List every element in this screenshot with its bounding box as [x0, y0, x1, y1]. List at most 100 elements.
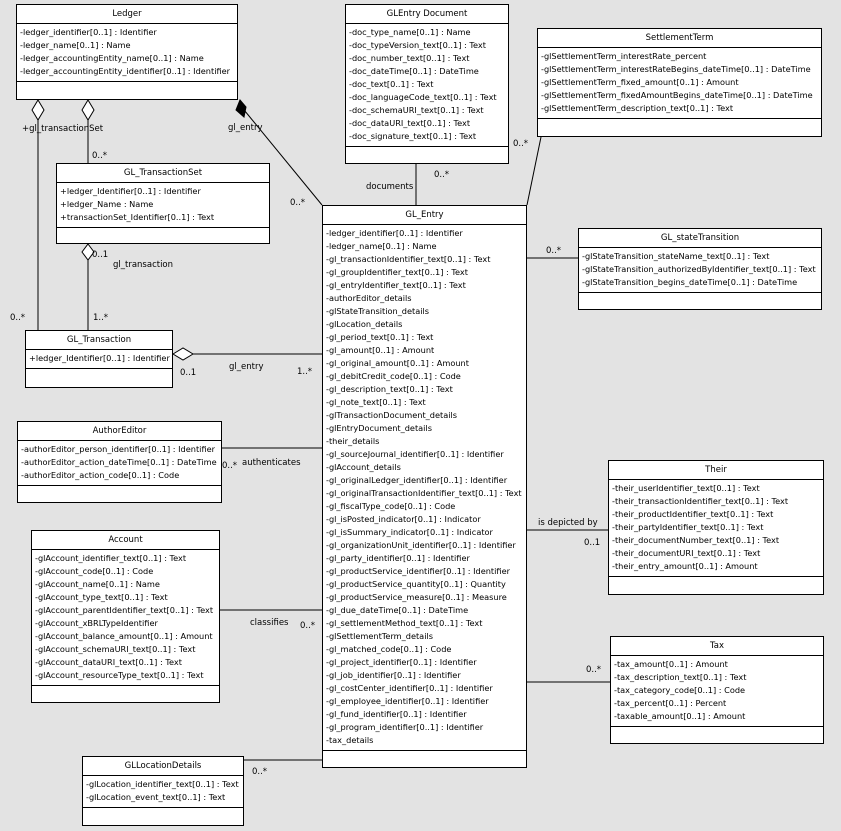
attribute: -doc_schemaURI_text[0..1] : Text: [349, 105, 484, 115]
multiplicity-label: 0..*: [10, 313, 26, 323]
attribute: -doc_typeVersion_text[0..1] : Text: [349, 40, 486, 50]
gl-entry-class[interactable]: GL_Entry -ledger_identifier[0..1] : Iden…: [322, 205, 527, 768]
attribute: -their_details: [326, 436, 380, 446]
settlement-term-class[interactable]: SettlementTerm -glSettlementTerm_interes…: [537, 28, 822, 137]
attribute: -glAccount_dataURI_text[0..1] : Text: [35, 657, 182, 667]
multiplicity-label: 0..*: [222, 461, 238, 471]
attribute: -gl_fund_identifier[0..1] : Identifier: [326, 709, 467, 719]
multiplicity-label: 0..*: [92, 151, 108, 161]
tax-class[interactable]: Tax -tax_amount[0..1] : Amount -tax_desc…: [610, 636, 824, 744]
attribute-list: -ledger_identifier[0..1] : Identifier -l…: [323, 225, 526, 751]
attribute: -glAccount_code[0..1] : Code: [35, 566, 154, 576]
composition-diamond: [235, 99, 247, 118]
attribute: -gl_productService_measure[0..1] : Measu…: [326, 592, 507, 602]
attribute: -gl_isPosted_indicator[0..1] : Indicator: [326, 514, 481, 524]
aggregation-diamond: [31, 99, 45, 121]
class-title: GL_Entry: [323, 206, 526, 225]
attribute: -doc_signature_text[0..1] : Text: [349, 131, 477, 141]
attribute-list: -glAccount_identifier_text[0..1] : Text …: [32, 550, 219, 686]
attribute: -gl_originalTransactionIdentifier_text[0…: [326, 488, 522, 498]
attribute-list: +ledger_Identifier[0..1] : Identifier: [26, 350, 172, 369]
multiplicity-label: 0..*: [546, 246, 562, 256]
attribute: -glLocation_identifier_text[0..1] : Text: [86, 779, 239, 789]
role-label: gl_entry: [228, 123, 263, 133]
attribute: -glLocation_event_text[0..1] : Text: [86, 792, 226, 802]
class-title: Ledger: [17, 5, 237, 24]
attribute: -gl_transactionIdentifier_text[0..1] : T…: [326, 254, 491, 264]
attribute: -tax_details: [326, 735, 374, 745]
attribute: -gl_project_identifier[0..1] : Identifie…: [326, 657, 477, 667]
attribute-list: -glStateTransition_stateName_text[0..1] …: [579, 248, 821, 293]
attribute: -glAccount_name[0..1] : Name: [35, 579, 160, 589]
attribute: -tax_percent[0..1] : Percent: [614, 698, 727, 708]
aggregation-diamond: [81, 243, 95, 261]
attribute: -ledger_name[0..1] : Name: [326, 241, 437, 251]
attribute: -glSettlementTerm_interestRate_percent: [541, 51, 707, 61]
attribute: -glSettlementTerm_fixedAmountBegins_date…: [541, 90, 813, 100]
gl-location-details-class[interactable]: GLLocationDetails -glLocation_identifier…: [82, 756, 244, 826]
multiplicity-label: 0..*: [300, 621, 316, 631]
attribute: -gl_program_identifier[0..1] : Identifie…: [326, 722, 484, 732]
attribute: -glEntryDocument_details: [326, 423, 432, 433]
attribute: -gl_due_dateTime[0..1] : DateTime: [326, 605, 469, 615]
attribute: -glSettlementTerm_description_text[0..1]…: [541, 103, 734, 113]
class-title: GLEntry Document: [346, 5, 508, 24]
attribute: -ledger_identifier[0..1] : Identifier: [326, 228, 463, 238]
multiplicity-label: 0..*: [434, 170, 450, 180]
account-class[interactable]: Account -glAccount_identifier_text[0..1]…: [31, 530, 220, 703]
attribute: -tax_category_code[0..1] : Code: [614, 685, 746, 695]
role-label: documents: [366, 182, 414, 192]
role-label: gl_entry: [229, 362, 264, 372]
attribute: -ledger_accountingEntity_identifier[0..1…: [20, 66, 231, 76]
attribute: -taxable_amount[0..1] : Amount: [614, 711, 746, 721]
attribute: -ledger_identifier[0..1] : Identifier: [20, 27, 157, 37]
aggregation-diamond: [172, 347, 194, 361]
attribute: -ledger_name[0..1] : Name: [20, 40, 131, 50]
attribute: -glAccount_balance_amount[0..1] : Amount: [35, 631, 213, 641]
attribute: -glAccount_schemaURI_text[0..1] : Text: [35, 644, 196, 654]
attribute: -glAccount_resourceType_text[0..1] : Tex…: [35, 670, 204, 680]
attribute: -glSettlementTerm_interestRateBegins_dat…: [541, 64, 811, 74]
attribute: -doc_text[0..1] : Text: [349, 79, 434, 89]
multiplicity-label: 0..*: [252, 767, 268, 777]
ledger-class[interactable]: Ledger -ledger_identifier[0..1] : Identi…: [16, 4, 238, 100]
attribute: -authorEditor_details: [326, 293, 412, 303]
attribute: -glSettlementTerm_details: [326, 631, 434, 641]
attribute: -glAccount_parentIdentifier_text[0..1] :…: [35, 605, 214, 615]
attribute: -glSettlementTerm_fixed_amount[0..1] : A…: [541, 77, 739, 87]
attribute: -glStateTransition_begins_dateTime[0..1]…: [582, 277, 798, 287]
glentry-document-class[interactable]: GLEntry Document -doc_type_name[0..1] : …: [345, 4, 509, 164]
author-editor-class[interactable]: AuthorEditor -authorEditor_person_identi…: [17, 421, 222, 503]
attribute: -gl_isSummary_indicator[0..1] : Indicato…: [326, 527, 493, 537]
their-class[interactable]: Their -their_userIdentifier_text[0..1] :…: [608, 460, 824, 595]
attribute: -doc_dataURI_text[0..1] : Text: [349, 118, 471, 128]
attribute: -doc_number_text[0..1] : Text: [349, 53, 470, 63]
attribute: -gl_costCenter_identifier[0..1] : Identi…: [326, 683, 493, 693]
gl-transaction-set-class[interactable]: GL_TransactionSet +ledger_Identifier[0..…: [56, 163, 270, 244]
attribute: -authorEditor_person_identifier[0..1] : …: [21, 444, 216, 454]
attribute: -gl_settlementMethod_text[0..1] : Text: [326, 618, 483, 628]
attribute-list: +ledger_Identifier[0..1] : Identifier +l…: [57, 183, 269, 228]
attribute: +ledger_Identifier[0..1] : Identifier: [29, 353, 170, 363]
attribute: +ledger_Name : Name: [60, 199, 154, 209]
multiplicity-label: 0..*: [513, 139, 529, 149]
attribute: -gl_groupIdentifier_text[0..1] : Text: [326, 267, 468, 277]
attribute: -authorEditor_action_dateTime[0..1] : Da…: [21, 457, 217, 467]
multiplicity-label: 1..*: [93, 313, 109, 323]
class-title: SettlementTerm: [538, 29, 821, 48]
attribute: -their_documentURI_text[0..1] : Text: [612, 548, 761, 558]
class-title: GL_Transaction: [26, 331, 172, 350]
attribute: -gl_fiscalType_code[0..1] : Code: [326, 501, 456, 511]
attribute-list: -tax_amount[0..1] : Amount -tax_descript…: [611, 656, 823, 727]
attribute: -glStateTransition_details: [326, 306, 430, 316]
attribute: -gl_party_identifier[0..1] : Identifier: [326, 553, 470, 563]
gl-transaction-class[interactable]: GL_Transaction +ledger_Identifier[0..1] …: [25, 330, 173, 388]
attribute: -tax_description_text[0..1] : Text: [614, 672, 747, 682]
attribute: -doc_dateTime[0..1] : DateTime: [349, 66, 479, 76]
multiplicity-label: 0..*: [586, 665, 602, 675]
attribute: -their_entry_amount[0..1] : Amount: [612, 561, 758, 571]
attribute-list: -glSettlementTerm_interestRate_percent -…: [538, 48, 821, 119]
gl-state-transition-class[interactable]: GL_stateTransition -glStateTransition_st…: [578, 228, 822, 310]
attribute: -glLocation_details: [326, 319, 403, 329]
attribute-list: -glLocation_identifier_text[0..1] : Text…: [83, 776, 243, 808]
